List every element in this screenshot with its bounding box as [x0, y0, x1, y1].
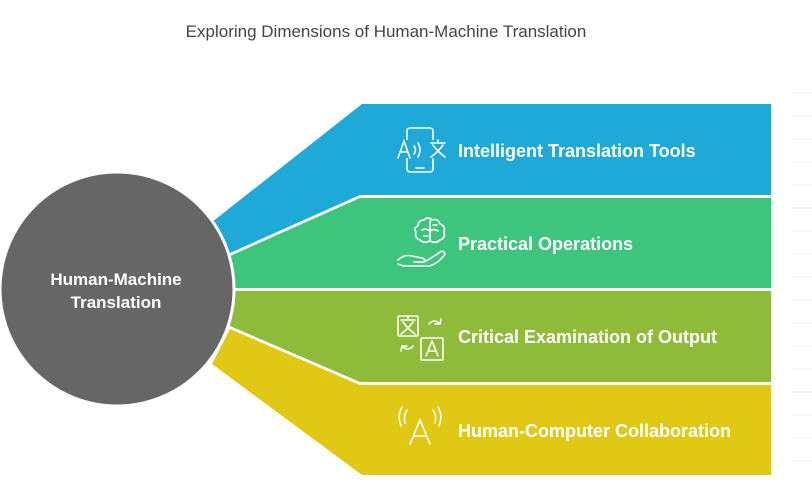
branch-band-intelligent-translation-tools [212, 104, 771, 253]
center-label-line-2: Translation [70, 293, 162, 312]
branch-band-human-computer-collaboration [212, 329, 771, 475]
branch-label-practical-operations: Practical Operations [458, 234, 634, 254]
diagram-title: Exploring Dimensions of Human-Machine Tr… [185, 22, 587, 41]
branch-label-intelligent-translation-tools: Intelligent Translation Tools [458, 141, 696, 161]
phone-translate-icon [397, 127, 447, 173]
center-circle [0, 170, 236, 408]
branch-band-practical-operations [230, 198, 771, 288]
background-rules [792, 92, 812, 462]
center-label-line-1: Human-Machine [50, 270, 182, 289]
branch-label-critical-examination: Critical Examination of Output [458, 327, 718, 347]
center-label: Human-Machine Translation [18, 268, 214, 314]
branch-band-critical-examination [230, 291, 771, 382]
language-swap-icon [397, 315, 444, 361]
branch-label-human-computer-collaboration: Human-Computer Collaboration [458, 421, 731, 441]
brain-hand-icon [397, 217, 446, 267]
signal-letter-icon [398, 406, 442, 445]
